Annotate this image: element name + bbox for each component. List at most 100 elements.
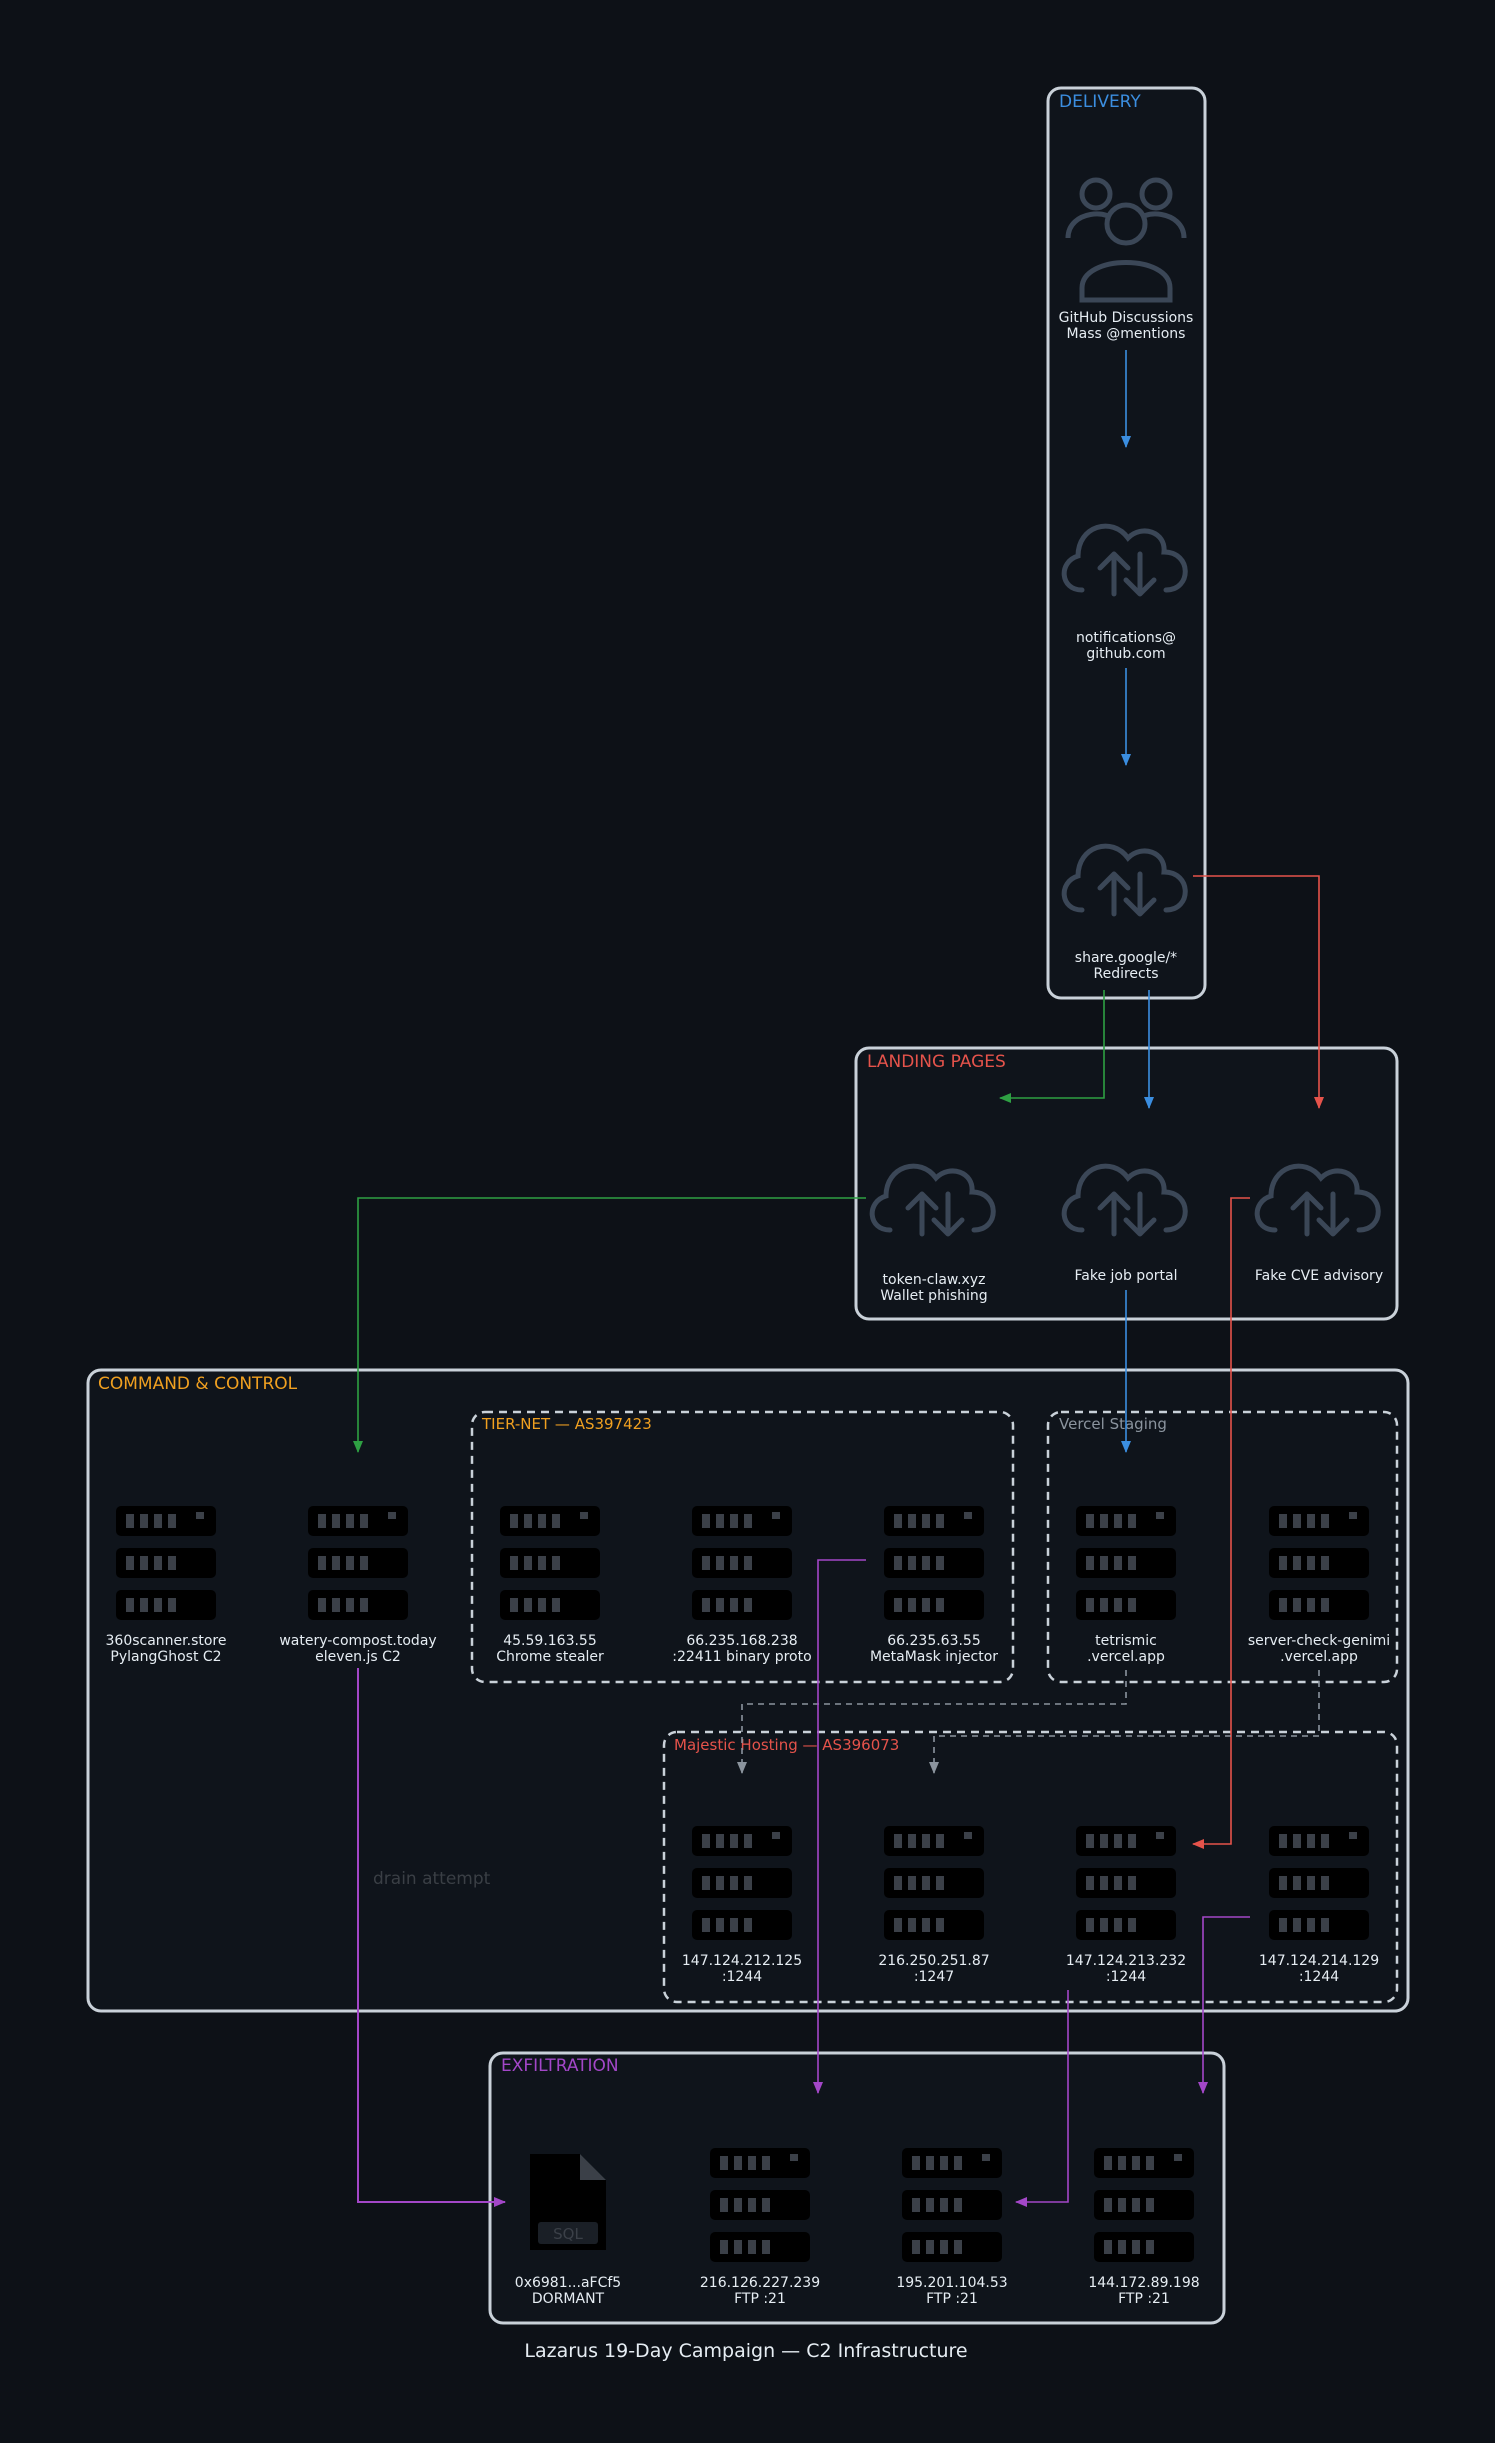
server-slot xyxy=(1307,1918,1315,1932)
server-led xyxy=(964,1832,972,1839)
edge-share-tokenclaw xyxy=(999,990,1105,1103)
server-slot xyxy=(912,2156,920,2170)
server-rack-unit xyxy=(1094,2232,1194,2262)
cluster-exfiltration: EXFILTRATION xyxy=(488,2051,1226,2325)
node-tn2[interactable]: 66.235.168.238:22411 binary proto xyxy=(672,1506,812,1665)
server-slot xyxy=(908,1556,916,1570)
server-rack-unit xyxy=(1076,1910,1176,1940)
server-slot xyxy=(730,1918,738,1932)
server-rack-unit xyxy=(1094,2190,1194,2220)
server-slot xyxy=(1146,2240,1154,2254)
node-notifications[interactable]: notifications@github.com xyxy=(1061,523,1188,662)
server-slot xyxy=(1114,1598,1122,1612)
server-slot xyxy=(702,1556,710,1570)
node-label-ftp3: 144.172.89.198 xyxy=(1088,2275,1199,2291)
server-slot xyxy=(1128,1876,1136,1890)
node-mj3[interactable]: 147.124.213.232:1244 xyxy=(1066,1826,1186,1985)
server-led xyxy=(1156,1832,1164,1839)
server-rack-unit xyxy=(308,1506,408,1536)
node-tetrismic[interactable]: tetrismic.vercel.app xyxy=(1076,1506,1176,1665)
node-cve[interactable]: Fake CVE advisory xyxy=(1254,1163,1383,1284)
server-slot xyxy=(1104,2156,1112,2170)
server-rack-unit xyxy=(692,1506,792,1536)
file-corner xyxy=(580,2154,606,2180)
node-jobportal[interactable]: Fake job portal xyxy=(1061,1163,1188,1284)
server-rack-unit xyxy=(1269,1548,1369,1578)
server-slot xyxy=(1321,1556,1329,1570)
server-led xyxy=(964,1512,972,1519)
server-slot xyxy=(360,1514,368,1528)
edge-genimi-mj2 xyxy=(929,1670,1320,1774)
server-slot xyxy=(908,1918,916,1932)
server-slot xyxy=(954,2198,962,2212)
server-rack-unit xyxy=(500,1506,600,1536)
server-slot xyxy=(346,1556,354,1570)
server-rack-unit xyxy=(692,1910,792,1940)
server-slot xyxy=(940,2156,948,2170)
cloud-outline xyxy=(1061,1163,1188,1233)
server-rack-unit xyxy=(1269,1506,1369,1536)
node-label-ftp2: FTP :21 xyxy=(926,2291,978,2307)
cluster-landing-title: LANDING PAGES xyxy=(867,1052,1006,1072)
server-slot xyxy=(1279,1556,1287,1570)
node-share[interactable]: share.google/*Redirects xyxy=(1061,843,1188,982)
server-slot xyxy=(140,1556,148,1570)
upload-arrow xyxy=(1097,871,1131,917)
node-mj2[interactable]: 216.250.251.87:1247 xyxy=(878,1826,990,1985)
node-label-mj4: :1244 xyxy=(1299,1969,1339,1985)
node-mj1[interactable]: 147.124.212.125:1244 xyxy=(682,1826,802,1985)
server-rack-unit xyxy=(692,1548,792,1578)
node-mj4[interactable]: 147.124.214.129:1244 xyxy=(1259,1826,1379,1985)
cluster-vercel-staging: Vercel Staging xyxy=(1046,1410,1399,1684)
server-slot xyxy=(552,1514,560,1528)
server-slot xyxy=(734,2156,742,2170)
server-icon xyxy=(308,1506,408,1620)
cluster-tiernet-title: TIER-NET — AS397423 xyxy=(481,1415,652,1433)
node-label-genimi: server-check-genimi xyxy=(1248,1633,1390,1649)
server-slot xyxy=(1100,1556,1108,1570)
server-rack-unit xyxy=(710,2190,810,2220)
server-slot xyxy=(1279,1598,1287,1612)
node-label-tokenclaw: Wallet phishing xyxy=(880,1288,987,1304)
server-slot xyxy=(1104,2198,1112,2212)
server-slot xyxy=(922,1834,930,1848)
server-rack-unit xyxy=(692,1590,792,1620)
cloud-outline xyxy=(1254,1163,1381,1233)
server-slot xyxy=(908,1876,916,1890)
server-slot xyxy=(748,2198,756,2212)
server-slot xyxy=(1128,1556,1136,1570)
server-icon xyxy=(884,1826,984,1940)
server-icon xyxy=(500,1506,600,1620)
file-badge xyxy=(538,2222,598,2244)
download-arrow xyxy=(1316,1191,1350,1237)
server-slot xyxy=(154,1556,162,1570)
node-label-mj4: 147.124.214.129 xyxy=(1259,1953,1379,1969)
server-slot xyxy=(702,1514,710,1528)
server-icon xyxy=(1269,1826,1369,1940)
server-slot xyxy=(510,1598,518,1612)
server-slot xyxy=(894,1514,902,1528)
node-label-tn2: 66.235.168.238 xyxy=(686,1633,797,1649)
server-slot xyxy=(720,2240,728,2254)
server-slot xyxy=(538,1556,546,1570)
server-rack-unit xyxy=(902,2190,1002,2220)
server-slot xyxy=(716,1876,724,1890)
server-slot xyxy=(346,1598,354,1612)
server-slot xyxy=(1114,1834,1122,1848)
server-slot xyxy=(1128,1834,1136,1848)
node-genimi[interactable]: server-check-genimi.vercel.app xyxy=(1248,1506,1390,1665)
server-slot xyxy=(954,2156,962,2170)
node-label-scanner: PylangGhost C2 xyxy=(110,1649,221,1665)
server-slot xyxy=(744,1876,752,1890)
server-slot xyxy=(168,1514,176,1528)
